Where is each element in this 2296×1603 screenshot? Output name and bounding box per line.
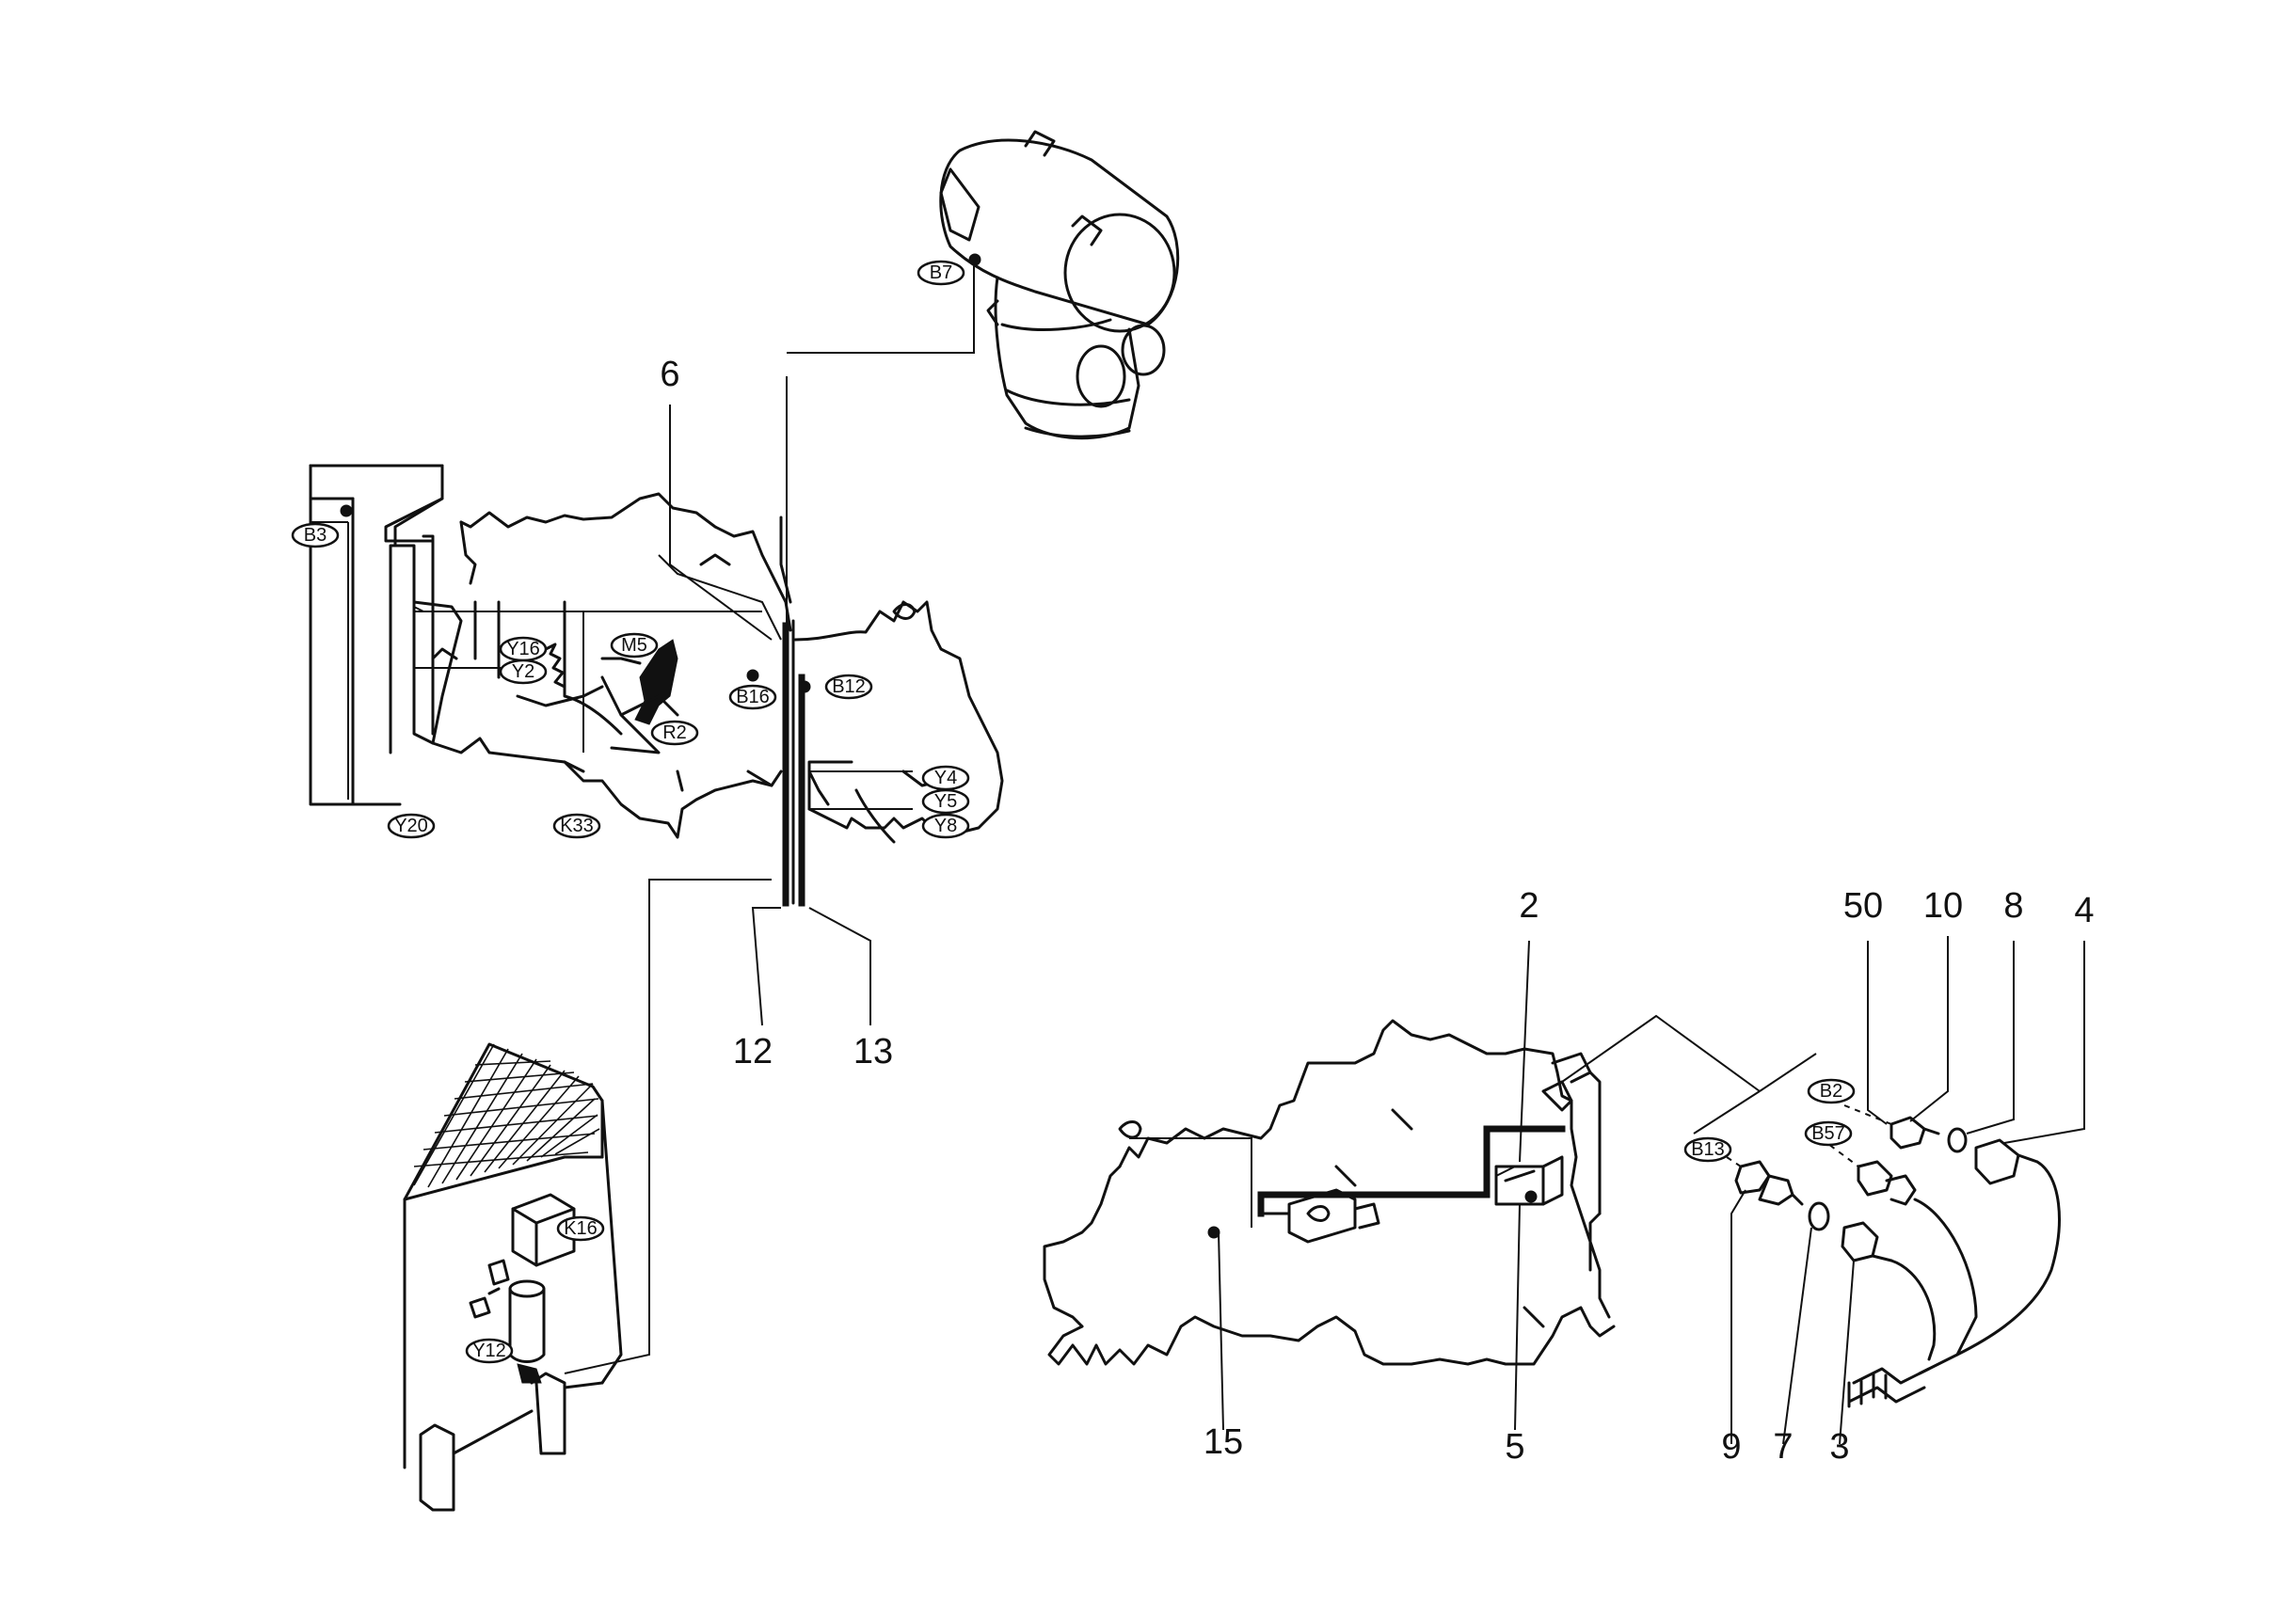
wiring-harness-left xyxy=(310,254,975,1374)
tag-y4: Y4 xyxy=(921,765,970,791)
engine-drawing xyxy=(309,464,1004,844)
svg-text:Y5: Y5 xyxy=(934,791,957,812)
dot-b12 xyxy=(798,680,811,693)
tag-b3: B3 xyxy=(291,522,340,548)
svg-text:B16: B16 xyxy=(736,687,770,707)
part-number-15: 15 xyxy=(1204,1422,1243,1462)
part-number-9: 9 xyxy=(1721,1427,1741,1467)
svg-text:K16: K16 xyxy=(564,1218,598,1239)
svg-text:M5: M5 xyxy=(621,635,647,656)
svg-text:Y20: Y20 xyxy=(394,816,428,836)
dot-b3 xyxy=(340,504,353,517)
svg-text:Y4: Y4 xyxy=(934,768,957,788)
dot-5 xyxy=(1524,1190,1538,1203)
tag-y5: Y5 xyxy=(921,788,970,815)
part-number-4: 4 xyxy=(2074,891,2094,930)
svg-text:R2: R2 xyxy=(662,722,687,743)
dot-b7 xyxy=(968,253,981,266)
tag-b57: B57 xyxy=(1804,1120,1853,1147)
part-number-13: 13 xyxy=(853,1032,893,1071)
connection-points xyxy=(340,253,1538,1239)
part-number-8: 8 xyxy=(2003,886,2023,926)
part-number-50: 50 xyxy=(1843,886,1883,926)
svg-text:Y8: Y8 xyxy=(934,816,957,836)
tag-m5: M5 xyxy=(610,632,659,659)
radiator-grille xyxy=(413,1043,600,1188)
radiator-drawing xyxy=(403,1042,623,1512)
dot-b16 xyxy=(746,669,759,682)
svg-text:B2: B2 xyxy=(1820,1081,1842,1102)
tag-b13: B13 xyxy=(1683,1136,1732,1163)
svg-text:K33: K33 xyxy=(560,816,594,836)
part-number-2: 2 xyxy=(1519,886,1539,926)
svg-text:B3: B3 xyxy=(304,525,327,546)
dot-15 xyxy=(1207,1226,1220,1239)
part-number-5: 5 xyxy=(1505,1427,1524,1467)
bracket-b3 xyxy=(309,464,444,806)
tag-y2: Y2 xyxy=(499,659,548,685)
svg-text:Y2: Y2 xyxy=(512,661,534,682)
tag-y12: Y12 xyxy=(465,1338,514,1364)
tag-k33: K33 xyxy=(552,813,601,839)
svg-text:B12: B12 xyxy=(832,676,866,697)
sensors-drawing xyxy=(1218,936,2085,1445)
part-number-12: 12 xyxy=(733,1032,773,1071)
tag-b16: B16 xyxy=(728,684,777,710)
tag-y8: Y8 xyxy=(921,813,970,839)
part-number-6: 6 xyxy=(660,355,679,394)
air-filter-drawing xyxy=(939,130,1180,440)
svg-text:Y12: Y12 xyxy=(472,1341,506,1361)
tag-y20: Y20 xyxy=(387,813,436,839)
part-number-10: 10 xyxy=(1923,886,1963,926)
tag-b2: B2 xyxy=(1807,1078,1856,1104)
part-number-7: 7 xyxy=(1773,1427,1793,1467)
tag-y16: Y16 xyxy=(499,636,548,662)
svg-text:B7: B7 xyxy=(930,262,952,283)
engine-drawing-right xyxy=(1043,1019,1616,1366)
svg-text:B57: B57 xyxy=(1811,1123,1845,1144)
tag-k16: K16 xyxy=(556,1215,605,1242)
part-number-3: 3 xyxy=(1829,1427,1849,1467)
tag-b12: B12 xyxy=(824,674,873,700)
tag-r2: R2 xyxy=(650,720,699,746)
svg-text:Y16: Y16 xyxy=(506,639,540,659)
tag-b7: B7 xyxy=(917,260,965,286)
svg-text:B13: B13 xyxy=(1691,1139,1725,1160)
